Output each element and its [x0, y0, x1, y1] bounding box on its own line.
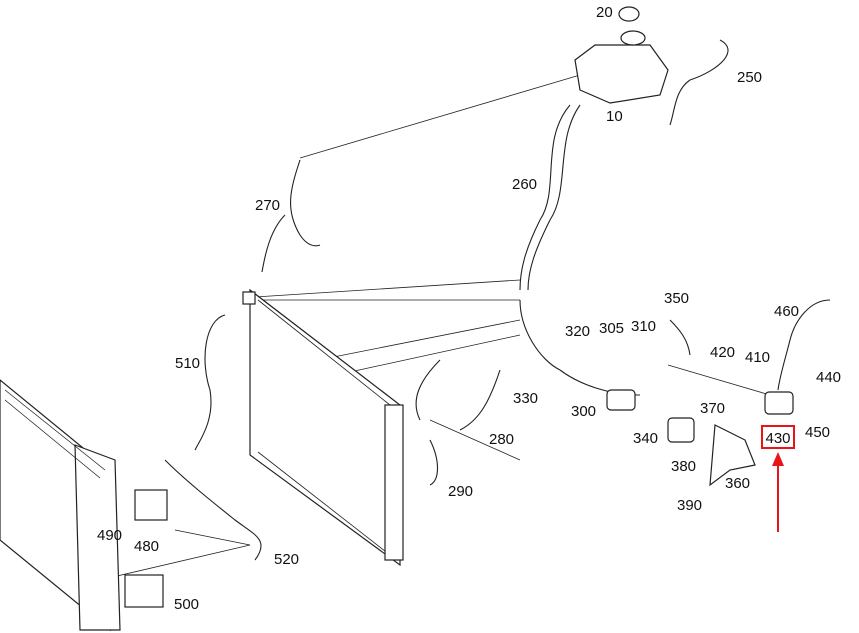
part-label-500: 500	[174, 596, 200, 613]
part-label-510: 510	[175, 355, 201, 372]
front-radiator	[242, 288, 404, 567]
hoses	[164, 39, 831, 561]
part-label-480: 480	[134, 538, 160, 555]
part-label-300: 300	[571, 403, 597, 420]
part-label-460: 460	[774, 303, 800, 320]
part-label-410: 410	[745, 349, 771, 366]
highlighted-part-box: 430	[761, 425, 795, 449]
part-label-10: 10	[606, 108, 623, 125]
highlight-arrow-icon	[772, 452, 784, 532]
part-label-290: 290	[448, 483, 474, 500]
expansion-tank	[574, 6, 669, 104]
part-label-340: 340	[633, 430, 659, 447]
part-label-390: 390	[677, 497, 703, 514]
part-label-440: 440	[816, 369, 842, 386]
part-label-310: 310	[631, 318, 657, 335]
part-label-270: 270	[255, 197, 281, 214]
rear-radiator	[0, 379, 121, 632]
part-label-420: 420	[710, 344, 736, 361]
part-label-20: 20	[596, 4, 613, 21]
part-label-305: 305	[599, 320, 625, 337]
leader-lines	[99, 74, 771, 581]
part-label-350: 350	[664, 290, 690, 307]
part-label-260: 260	[512, 176, 538, 193]
part-label-370: 370	[700, 400, 726, 417]
part-label-360: 360	[725, 475, 751, 492]
part-label-520: 520	[274, 551, 300, 568]
components	[124, 389, 794, 608]
part-label-450: 450	[805, 424, 831, 441]
part-label-280: 280	[489, 431, 515, 448]
part-label-250: 250	[737, 69, 763, 86]
highlighted-part-label: 430	[765, 430, 791, 447]
part-label-380: 380	[671, 458, 697, 475]
part-label-320: 320	[565, 323, 591, 340]
part-label-330: 330	[513, 390, 539, 407]
part-label-490: 490	[97, 527, 123, 544]
